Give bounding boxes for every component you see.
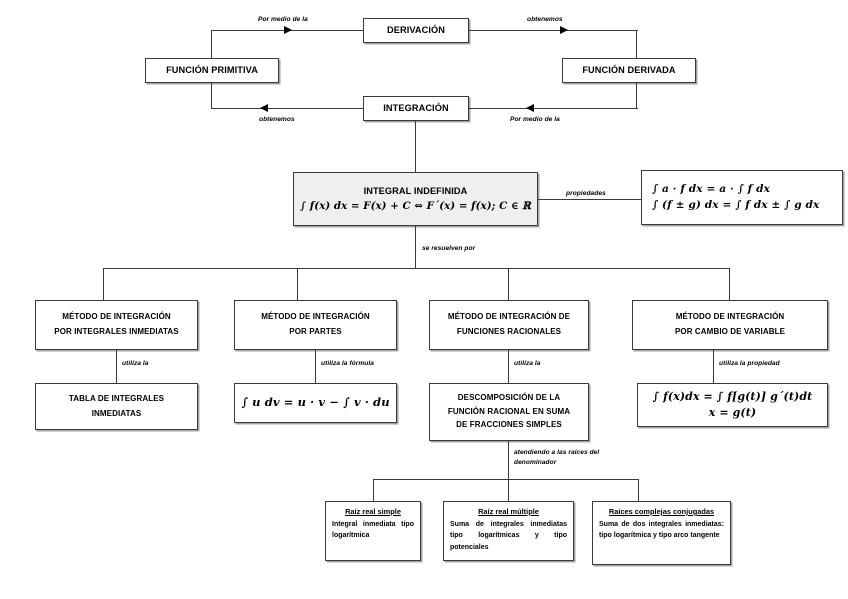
node-funcion-derivada-label: FUNCIÓN DERIVADA: [582, 65, 676, 76]
branch-drop-4: [729, 268, 731, 300]
node-derivacion[interactable]: DERIVACIÓN: [363, 18, 469, 43]
descomposicion-line-2: FUNCIÓN RACIONAL EN SUMA: [447, 406, 571, 416]
roots-drop-1: [373, 479, 375, 501]
arrowhead-derivacion-derivada: [560, 26, 568, 34]
descomposicion-line-3: DE FRACCIONES SIMPLES: [456, 420, 562, 430]
node-descomposicion-fracciones-simples[interactable]: DESCOMPOSICIÓN DE LA FUNCIÓN RACIONAL EN…: [429, 383, 589, 441]
tabla-line-1: TABLA DE INTEGRALES: [68, 393, 165, 403]
roots-bus: [373, 479, 639, 481]
descomposicion-line-1: DESCOMPOSICIÓN DE LA: [457, 393, 561, 403]
edge-label-propiedades: propiedades: [566, 190, 606, 197]
raiz-multiple-body: Suma de integrales inmediatas tipo logar…: [450, 521, 567, 551]
edge-label-por-medio-de-la-bottom: Por medio de la: [510, 116, 560, 123]
node-tabla-integrales-inmediatas[interactable]: TABLA DE INTEGRALES INMEDIATAS: [35, 383, 198, 430]
metodo-3-line-2: FUNCIONES RACIONALES: [456, 327, 562, 336]
node-raices-complejas-conjugadas[interactable]: Raíces complejas conjugadas Suma de dos …: [592, 501, 731, 565]
edge-metodo-4-to-child: [713, 350, 715, 383]
node-propiedades[interactable]: ∫ a · f dx = a · ∫ f dx ∫ (f ± g) dx = ∫…: [641, 170, 843, 225]
roots-drop-3: [638, 479, 640, 501]
raices-complejas-body: Suma de dos integrales inmediatas: tipo …: [599, 521, 724, 540]
edge-metodo-3-to-child: [508, 350, 510, 383]
formula-cambio-variable-line-1: ∫ f(x)dx = ∫ f[g(t)] g´(t)dt: [652, 389, 813, 403]
metodo-3-line-1: MÉTODO DE INTEGRACIÓN DE: [447, 312, 571, 322]
node-formula-cambio-de-variable[interactable]: ∫ f(x)dx = ∫ f[g(t)] g´(t)dt x = g(t): [637, 383, 828, 427]
metodo-1-line-1: MÉTODO DE INTEGRACIÓN: [62, 312, 171, 322]
node-raiz-real-multiple[interactable]: Raíz real múltiple Suma de integrales in…: [443, 501, 574, 561]
tabla-line-2: INMEDIATAS: [91, 408, 142, 418]
formula-por-partes: ∫ u dv = u · v − ∫ v · du: [241, 395, 390, 410]
edge-integracion-to-primitiva: [211, 108, 363, 110]
edge-label-obtenemos-bottom: obtenemos: [259, 116, 295, 123]
edge-label-utiliza-la-formula: utiliza la fórmula: [321, 360, 374, 367]
edge-label-obtenemos-top: obtenemos: [527, 16, 563, 23]
edge-derivada-down2: [636, 83, 638, 109]
branch-bus: [103, 268, 730, 270]
edge-metodo-2-to-child: [315, 350, 317, 383]
edge-descomposicion-down: [508, 441, 510, 499]
metodo-1-line-2: POR INTEGRALES INMEDIATAS: [54, 327, 179, 336]
edge-primitiva-down: [211, 83, 213, 109]
node-metodo-por-partes[interactable]: MÉTODO DE INTEGRACIÓN POR PARTES: [234, 300, 397, 350]
edge-derivada-down: [636, 30, 638, 59]
node-integracion-label: INTEGRACIÓN: [383, 103, 449, 114]
integral-indefinida-formula: ∫ f(x) dx = F(x) + C ⇔ F´(x) = f(x); C ∈…: [300, 199, 531, 212]
edge-metodo-1-to-child: [116, 350, 118, 383]
edge-derivada-to-integracion: [469, 108, 638, 110]
arrowhead-integracion-primitiva: [260, 104, 268, 112]
roots-drop-2: [508, 479, 510, 501]
edge-derivacion-to-derivada: [469, 30, 638, 32]
edge-integracion-to-integral: [415, 121, 417, 172]
node-raiz-real-simple[interactable]: Raíz real simple Integral inmediata tipo…: [325, 501, 421, 561]
node-metodo-funciones-racionales[interactable]: MÉTODO DE INTEGRACIÓN DE FUNCIONES RACIO…: [429, 300, 589, 350]
atendiendo-line-2: denominador: [514, 458, 557, 466]
edge-label-utiliza-la-1: utiliza la: [122, 360, 149, 367]
edge-label-por-medio-de-la-top: Por medio de la: [258, 16, 308, 23]
arrowhead-primitiva-derivacion: [284, 26, 292, 34]
raiz-simple-heading: Raíz real simple: [345, 507, 401, 516]
metodo-2-line-2: POR PARTES: [289, 327, 342, 336]
propiedad-2: ∫ (f ± g) dx = ∫ f dx ± ∫ g dx: [652, 198, 820, 211]
node-funcion-derivada[interactable]: FUNCIÓN DERIVADA: [562, 58, 696, 83]
arrowhead-derivada-integracion: [526, 104, 534, 112]
edge-label-se-resuelven-por: se resuelven por: [422, 245, 476, 252]
raiz-multiple-heading: Raíz real múltiple: [478, 507, 539, 516]
edge-integral-down: [415, 226, 417, 269]
atendiendo-line-1: atendiendo a las raíces del: [514, 449, 600, 456]
formula-cambio-variable-line-2: x = g(t): [708, 405, 757, 419]
propiedad-1: ∫ a · f dx = a · ∫ f dx: [652, 182, 770, 195]
metodo-2-line-1: MÉTODO DE INTEGRACIÓN: [261, 312, 370, 322]
edge-label-atendiendo-raices: atendiendo a las raíces del denominador: [514, 448, 634, 467]
branch-drop-1: [103, 268, 105, 300]
integral-indefinida-title: INTEGRAL INDEFINIDA: [363, 185, 468, 196]
node-metodo-cambio-de-variable[interactable]: MÉTODO DE INTEGRACIÓN POR CAMBIO DE VARI…: [632, 300, 828, 350]
raices-complejas-heading: Raíces complejas conjugadas: [608, 507, 715, 516]
node-metodo-integrales-inmediatas[interactable]: MÉTODO DE INTEGRACIÓN POR INTEGRALES INM…: [35, 300, 198, 350]
node-funcion-primitiva-label: FUNCIÓN PRIMITIVA: [166, 65, 258, 76]
node-integracion[interactable]: INTEGRACIÓN: [363, 96, 469, 121]
edge-integral-to-propiedades: [538, 199, 641, 201]
branch-drop-2: [297, 268, 299, 300]
node-funcion-primitiva[interactable]: FUNCIÓN PRIMITIVA: [145, 58, 279, 83]
edge-label-utiliza-la-3: utiliza la: [514, 360, 541, 367]
node-integral-indefinida[interactable]: INTEGRAL INDEFINIDA ∫ f(x) dx = F(x) + C…: [293, 172, 538, 226]
node-derivacion-label: DERIVACIÓN: [387, 25, 445, 36]
metodo-4-line-1: MÉTODO DE INTEGRACIÓN: [675, 312, 785, 322]
metodo-4-line-2: POR CAMBIO DE VARIABLE: [674, 327, 786, 336]
raiz-simple-body: Integral inmediata tipo logarítmica: [332, 521, 414, 540]
edge-primitiva-up: [211, 30, 213, 59]
branch-drop-3: [508, 268, 510, 300]
edge-label-utiliza-la-propiedad: utiliza la propiedad: [719, 360, 780, 367]
node-formula-por-partes[interactable]: ∫ u dv = u · v − ∫ v · du: [234, 383, 397, 423]
